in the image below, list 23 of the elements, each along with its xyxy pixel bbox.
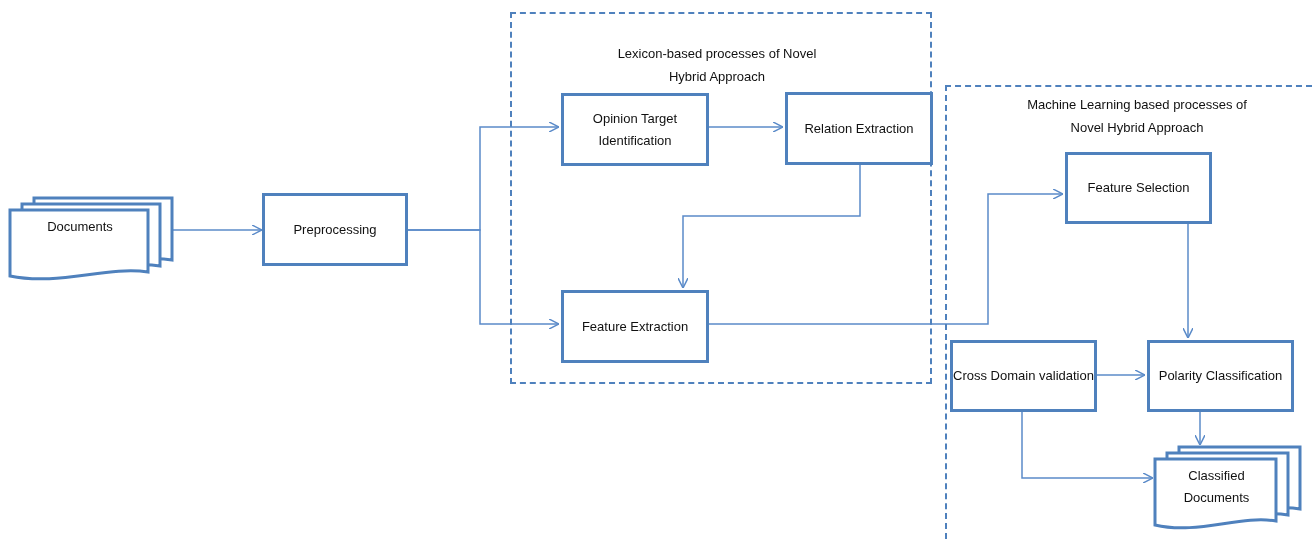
document-label: Classified Documents bbox=[1182, 467, 1251, 507]
dashed-group-frame bbox=[510, 12, 932, 384]
process-box bbox=[262, 193, 408, 266]
document-stack-shape bbox=[10, 198, 172, 280]
document-stack-shape bbox=[1155, 447, 1300, 529]
box-label: Polarity Classification bbox=[1158, 367, 1283, 385]
process-box bbox=[1065, 152, 1212, 224]
process-box bbox=[1147, 340, 1294, 412]
box-label: Feature Extraction bbox=[581, 317, 689, 336]
process-box bbox=[950, 340, 1097, 412]
arrow bbox=[407, 229, 560, 330]
process-box bbox=[561, 93, 709, 166]
group-heading: Machine Learning based processes of Novel Hybrid Approach bbox=[1026, 96, 1248, 137]
box-label: Preprocessing bbox=[293, 220, 377, 239]
box-label: Relation Extraction bbox=[804, 119, 914, 138]
box-label: Opinion Target Identification bbox=[591, 109, 679, 150]
dashed-group-frame bbox=[945, 85, 1312, 539]
box-label: Cross Domain validation bbox=[953, 367, 1094, 385]
box-label: Feature Selection bbox=[1087, 179, 1190, 197]
group-heading: Lexicon-based processes of Novel Hybrid Approach bbox=[616, 45, 818, 86]
document-label: Documents bbox=[46, 218, 114, 236]
process-box bbox=[785, 92, 933, 165]
process-box bbox=[561, 290, 709, 363]
